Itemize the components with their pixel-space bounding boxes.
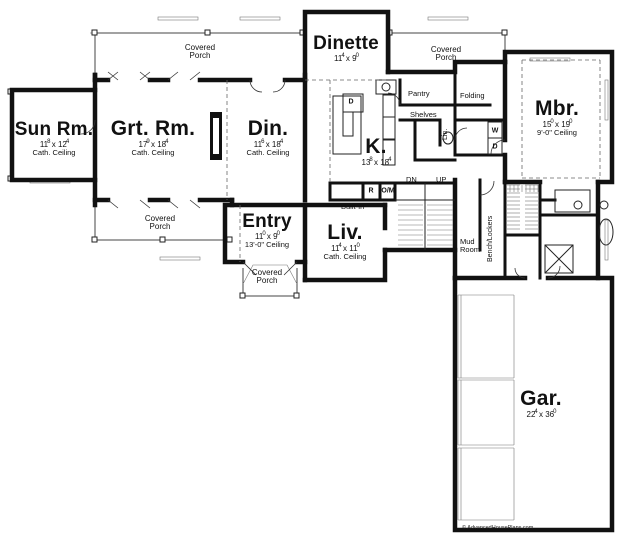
closet-rods [507,184,539,230]
room-dimensions: 116 x 184 [253,139,284,149]
room-dimensions: 114 x 110 [331,243,360,253]
stair-up-label: UP [436,175,447,184]
linen-label: Lin. [442,128,449,140]
room-sunroom: Sun Rm. 118 x 124 Cath. Ceiling [15,120,93,157]
washer-label: W [491,127,499,135]
room-name: Gar. [520,387,562,410]
room-name: Liv. [327,221,363,244]
room-ceiling: Cath. Ceiling [246,148,290,157]
room-dimensions: 118 x 124 [39,139,70,149]
room-name: Grt. Rm. [110,117,196,140]
room-ceiling: Cath. Ceiling [323,252,367,261]
bench-lockers-label: Bench/Lockers [487,215,494,262]
room-dinette: Dinette 114 x 90 [313,34,379,63]
window-marks [29,16,609,261]
stair-down-label: DN [406,175,417,184]
room-name: Din. [247,117,289,140]
room-garage: Gar. 224 x 360 [520,388,562,419]
room-dimensions: 224 x 360 [526,409,557,419]
oven-microwave-label: O/M [381,187,395,195]
room-dimensions: 179 x 184 [138,139,169,149]
room-dimensions: 110 x 90 [255,231,280,241]
interior-walls [328,70,600,280]
room-great-room: Grt. Rm. 179 x 184 Cath. Ceiling [111,118,195,157]
room-ceiling: Cath. Ceiling [32,148,76,157]
room-dimensions: 114 x 90 [334,53,359,63]
copyright-notice: © AdvancedHousePlans.com [462,525,534,531]
dryer-label: D [492,143,498,151]
ceiling-lines [226,59,601,262]
room-name: Sun Rm. [14,119,94,140]
pantry-label: Pantry [408,89,430,98]
built-in-label: Built-In [341,202,365,211]
walls [9,9,615,533]
room-ceiling: 9'-0" Ceiling [537,128,577,137]
room-dining: Din. 116 x 184 Cath. Ceiling [247,118,290,157]
room-dimensions: 138 x 184 [361,157,392,167]
room-ceiling: 13'-0" Ceiling [244,240,290,249]
refrigerator-label: R [368,187,374,195]
room-master-bedroom: Mbr. 150 x 190 9'-0" Ceiling [535,98,579,137]
room-entry: Entry 110 x 90 13'-0" Ceiling [242,212,292,249]
room-name: Mbr. [535,97,579,120]
shelves-label: Shelves [410,110,437,119]
folding-label: Folding [460,91,485,100]
room-dimensions: 150 x 190 [542,119,573,129]
room-name: Dinette [313,33,379,54]
room-living: Liv. 114 x 110 Cath. Ceiling [324,222,367,261]
room-ceiling: Cath. Ceiling [131,148,175,157]
dishwasher-label: D [348,98,354,106]
door-swings [80,71,561,279]
room-kitchen: K. 138 x 184 [361,135,392,167]
fixtures [210,79,614,521]
room-name: K. [365,135,387,158]
room-name: Entry [242,211,292,232]
